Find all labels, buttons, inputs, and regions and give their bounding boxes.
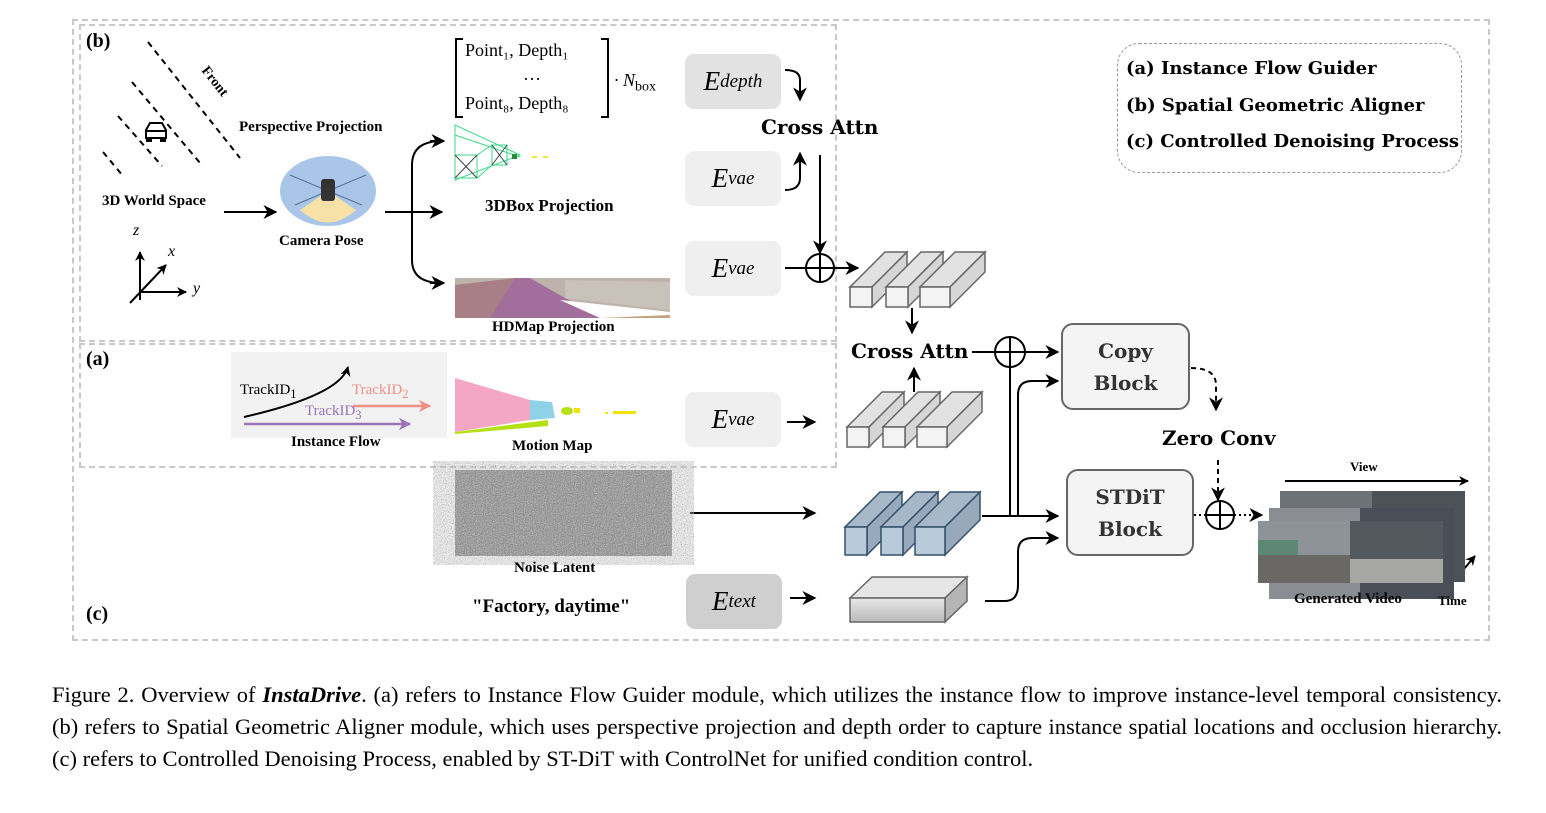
view-label: View	[1350, 459, 1378, 474]
latent-stack-top	[848, 250, 987, 309]
legend-item-a: (a) Instance Flow Guider	[1126, 58, 1377, 79]
section-label-a: (a)	[86, 348, 110, 370]
latent-stack-mid	[845, 390, 984, 449]
encoder-text-sub: text	[728, 590, 756, 612]
matrix-row-2: …	[523, 64, 541, 84]
3dbox-projection-illustration	[454, 124, 548, 181]
region-b	[79, 24, 837, 342]
matrix-multiplier-sub: box	[635, 79, 657, 95]
world-space-label: 3D World Space	[102, 193, 206, 209]
track-2-sub: 2	[402, 387, 409, 401]
latent-text-slab	[848, 575, 969, 624]
track-1-label: TrackID1	[240, 382, 297, 402]
axis-y-label: y	[193, 280, 201, 297]
camera-pose-label: Camera Pose	[279, 233, 364, 249]
hdmap-projection-label: HDMap Projection	[492, 319, 615, 335]
generated-video-label: Generated Video	[1294, 591, 1402, 607]
figure-caption: Figure 2. Overview of InstaDrive. (a) re…	[52, 679, 1502, 775]
motion-map-illustration	[455, 378, 636, 434]
diagram-graphics	[102, 41, 1476, 624]
instance-flow-illustration	[231, 352, 447, 438]
matrix-row-1: Point₁, Depth₁	[465, 40, 569, 60]
axis-x-label: x	[168, 243, 176, 260]
motion-map-label: Motion Map	[512, 438, 593, 454]
matrix-multiplier: · Nbox	[614, 70, 656, 96]
noise-latent-image	[455, 470, 672, 556]
encoder-vae-sub: vae	[728, 257, 755, 279]
encoder-depth-sub: depth	[720, 70, 763, 92]
track-2-label: TrackID2	[352, 382, 409, 402]
encoder-vae-sub: vae	[728, 167, 755, 189]
track-3-sub: 3	[355, 408, 362, 422]
legend-item-b: (b) Spatial Geometric Aligner	[1126, 95, 1425, 116]
encoder-vae-base: E	[711, 404, 729, 434]
encoder-vae-base: E	[711, 163, 729, 193]
encoder-depth-base: E	[703, 66, 721, 96]
region-a	[79, 343, 837, 468]
cross-attn-mid-label: Cross Attn	[851, 339, 969, 363]
stdit-block: STDiT Block	[1066, 469, 1194, 556]
perspective-projection-label: Perspective Projection	[239, 119, 383, 135]
copy-block-line-2: Block	[1093, 370, 1158, 395]
track-2-text: TrackID	[352, 382, 403, 398]
matrix-row-3: Point₈, Depth₈	[465, 93, 569, 113]
track-3-label: TrackID3	[305, 403, 362, 423]
caption-prefix: Figure 2. Overview of	[52, 682, 263, 707]
section-label-c: (c)	[86, 603, 109, 625]
caption-method-name: InstaDrive	[262, 682, 362, 707]
track-1-text: TrackID	[240, 382, 291, 398]
encoder-vae-base: E	[711, 253, 729, 283]
zero-conv-label: Zero Conv	[1162, 426, 1276, 450]
encoder-text-base: E	[712, 586, 729, 616]
text-prompt: "Factory, daytime"	[472, 596, 631, 617]
caption-text: . (a) refers to Instance Flow Guider mod…	[52, 682, 1503, 771]
track-3-text: TrackID	[305, 403, 356, 419]
section-label-b: (b)	[86, 30, 111, 52]
axes-icon	[129, 251, 187, 304]
3dbox-projection-label: 3DBox Projection	[485, 196, 614, 215]
cross-attn-top-label: Cross Attn	[761, 115, 879, 139]
figure-frame	[72, 19, 1490, 641]
copy-block-line-1: Copy	[1098, 338, 1153, 363]
instance-flow-label: Instance Flow	[291, 434, 381, 450]
matrix-bracket: Point₁, Depth₁ … Point₈, Depth₈	[455, 38, 609, 118]
track-1-sub: 1	[290, 387, 297, 401]
legend: (a) Instance Flow Guider (b) Spatial Geo…	[1117, 43, 1462, 173]
latent-stack-noise	[843, 490, 982, 557]
lane-lines	[102, 41, 241, 177]
generated-video-frames	[1258, 491, 1465, 599]
time-label: Time	[1438, 593, 1467, 608]
car-icon	[145, 122, 167, 142]
stdit-block-line-2: Block	[1098, 516, 1162, 541]
hdmap-projection-illustration	[455, 278, 670, 318]
copy-block: Copy Block	[1061, 323, 1190, 410]
matrix-multiplier-base: · N	[614, 70, 636, 90]
stdit-block-line-1: STDiT	[1095, 484, 1165, 509]
camera-pose-illustration	[280, 156, 376, 226]
legend-item-c: (c) Controlled Denoising Process	[1126, 131, 1460, 152]
encoder-vae-sub: vae	[728, 408, 755, 430]
axis-z-label: z	[133, 222, 140, 239]
noise-latent-label: Noise Latent	[514, 560, 596, 576]
